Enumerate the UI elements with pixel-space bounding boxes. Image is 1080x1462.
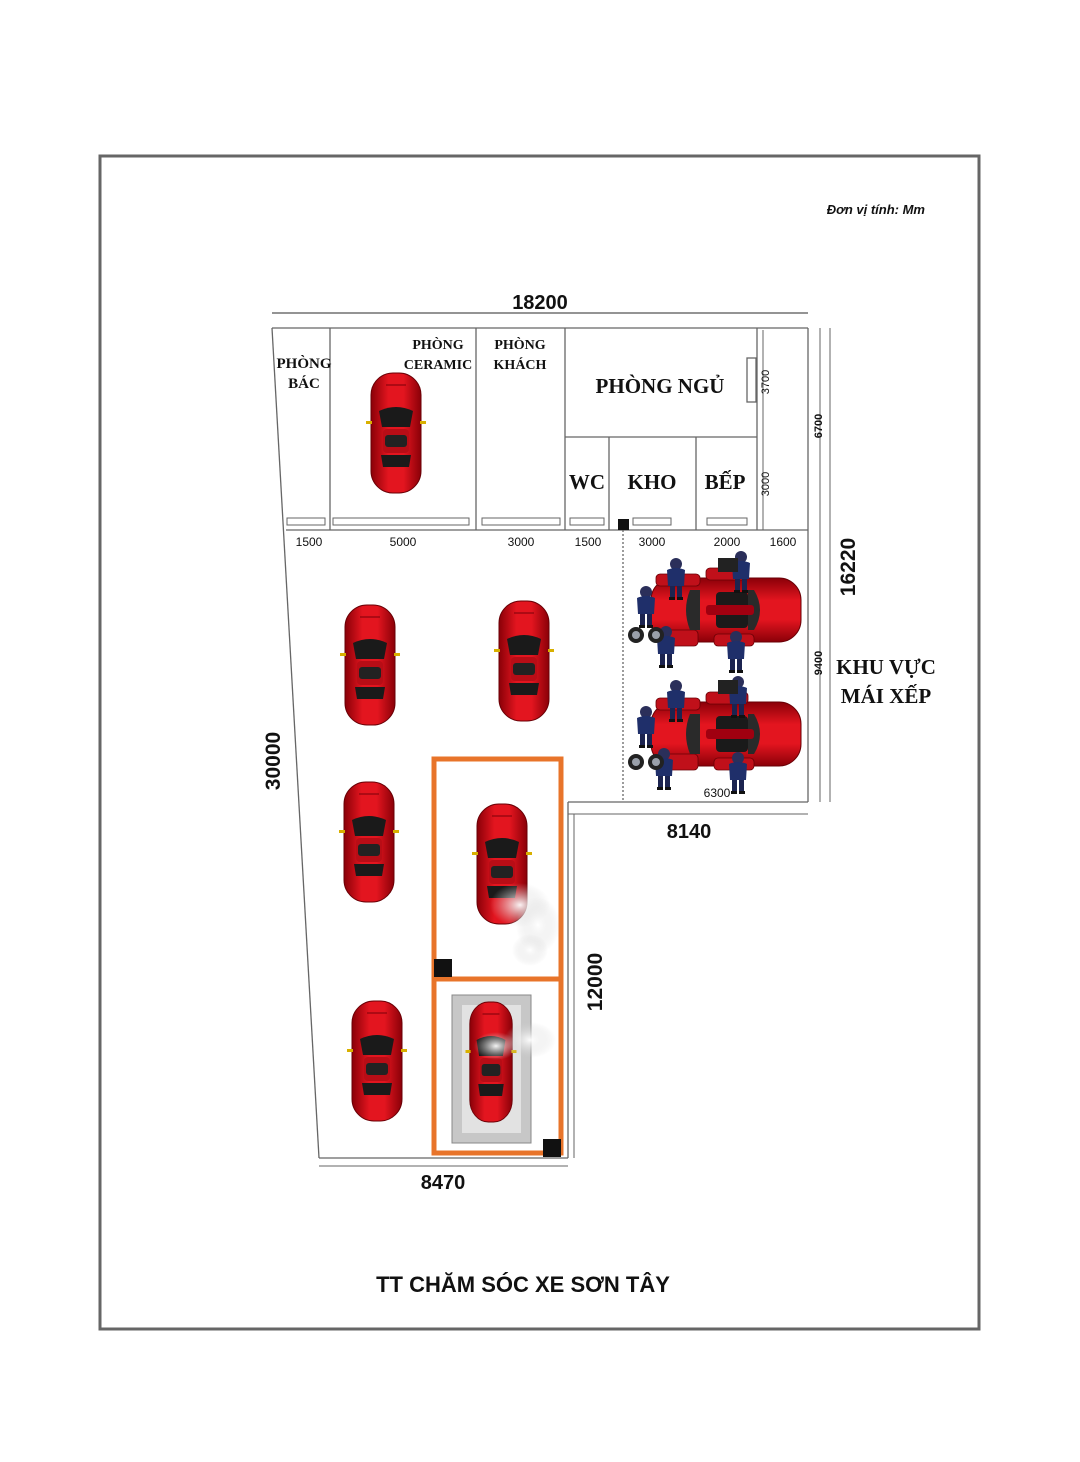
car-ceramic-room: [365, 372, 427, 494]
car-parking-1: [339, 604, 401, 726]
room-walls: [329, 328, 758, 530]
roof-area-line2: MÁI XẾP: [841, 684, 932, 708]
dim-lower-block-height: 12000: [584, 953, 607, 1011]
room-phong-bac-line1: PHÒNG: [277, 355, 332, 372]
room-phong-bac-line2: BÁC: [288, 375, 320, 392]
dim-right-height: 16220: [837, 538, 860, 596]
car-parking-4: [346, 1000, 408, 1122]
dim-room-3: 3000: [508, 535, 535, 549]
dim-lower-rooms-height: 3000: [760, 472, 772, 496]
service-car-2: [628, 676, 802, 794]
dim-top-width: 18200: [512, 292, 568, 314]
room-phong-ngu: PHÒNG NGỦ: [596, 374, 725, 398]
dim-room-5: 3000: [639, 535, 666, 549]
dim-left-height: 30000: [262, 732, 285, 790]
wash-bay-2: [431, 976, 564, 1156]
car-wash-bay-2: [465, 1001, 517, 1123]
room-phong-ceramic-line1: PHÒNG: [412, 336, 463, 353]
page-title: TT CHĂM SÓC XE SƠN TÂY: [376, 1272, 670, 1297]
unit-note: Đơn vị tính: Mm: [827, 202, 926, 217]
doors: [286, 517, 748, 526]
dim-room-4: 1500: [575, 535, 602, 549]
dim-room-1: 1500: [296, 535, 323, 549]
dim-bedroom-height: 3700: [760, 370, 772, 394]
dim-step-width: 8140: [667, 821, 712, 843]
dim-roof-area-width: 6300: [704, 786, 731, 800]
dim-room-6: 2000: [714, 535, 741, 549]
dim-bottom-width: 8470: [421, 1172, 466, 1194]
room-phong-khach-line1: PHÒNG: [494, 336, 545, 353]
room-phong-ceramic-line2: CERAMIC: [404, 358, 472, 373]
pillar: [618, 519, 629, 530]
car-parking-3: [338, 781, 400, 903]
room-bep: BẾP: [705, 470, 746, 494]
dim-rooms-height-right: 6700: [813, 414, 825, 438]
dim-roof-area-height: 9400: [813, 651, 825, 675]
room-wc: WC: [569, 470, 605, 494]
service-car-1: [628, 551, 802, 673]
room-phong-khach-line2: KHÁCH: [494, 356, 547, 373]
roof-area-line1: KHU VỰC: [836, 655, 936, 679]
building-outline: [271, 327, 809, 1159]
room-kho: KHO: [627, 470, 676, 494]
dim-room-2: 5000: [390, 535, 417, 549]
dim-room-7: 1600: [770, 535, 797, 549]
page-frame: [98, 154, 981, 1331]
room-width-dims: 1500 5000 3000 1500 3000 2000 1600: [296, 535, 797, 549]
car-parking-2: [493, 600, 555, 722]
steam-effect: [474, 883, 560, 1060]
